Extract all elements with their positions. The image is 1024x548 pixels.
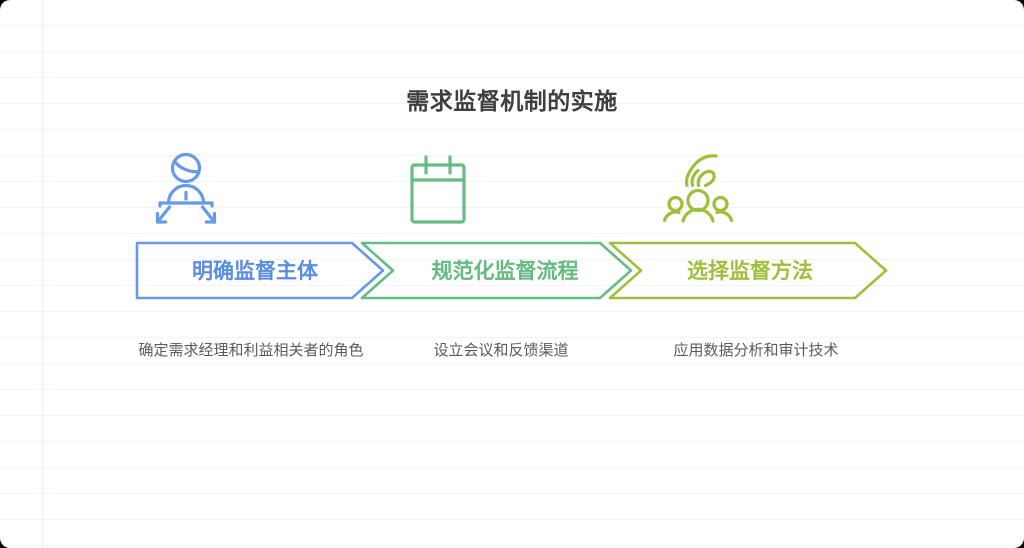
chevron-label-1[interactable]: 明确监督主体 [192, 260, 318, 283]
calendar-icon [410, 155, 466, 224]
step-description-1: 确定需求经理和利益相关者的角色 [138, 342, 364, 359]
step-description-2: 设立会议和反馈渠道 [433, 342, 569, 359]
chevron-shape-2[interactable] [360, 241, 633, 300]
icons-row [136, 152, 886, 232]
chevron-band [0, 238, 1024, 304]
chevron-label-2[interactable]: 规范化监督流程 [431, 260, 579, 283]
chevron-shape-3[interactable] [608, 241, 888, 300]
hand-over-group-icon [662, 154, 734, 223]
icon-slot-2 [388, 152, 488, 232]
chevron-shape-1[interactable] [135, 241, 385, 300]
icon-slot-3 [648, 152, 748, 232]
page-title: 需求监督机制的实施 [406, 88, 618, 114]
icon-slot-1 [136, 152, 236, 232]
chevron-label-3[interactable]: 选择监督方法 [687, 260, 813, 283]
step-description-3: 应用数据分析和审计技术 [673, 342, 839, 359]
supervisor-person-icon [155, 152, 217, 224]
